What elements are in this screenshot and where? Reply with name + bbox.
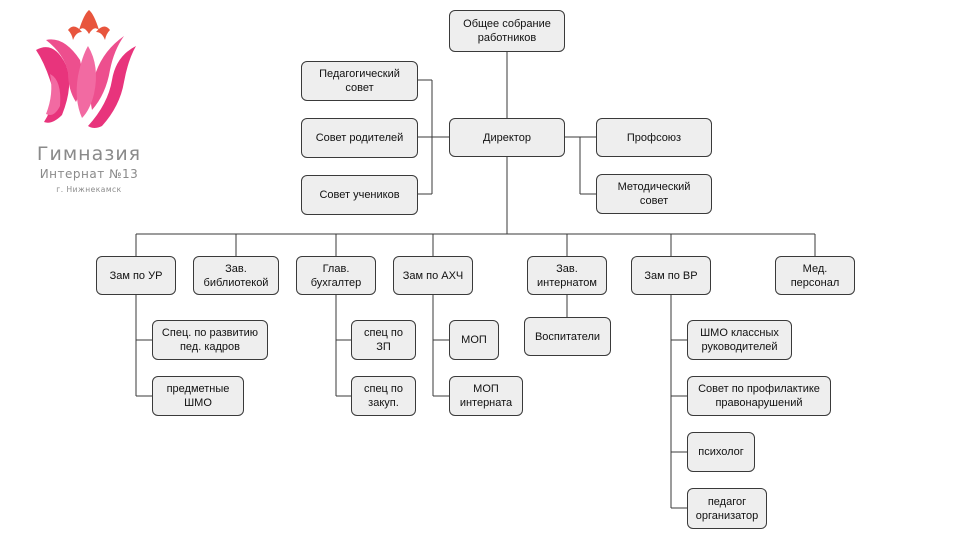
node-medical-staff: Мед. персонал — [775, 256, 855, 295]
logo-subtitle: Интернат №13 — [39, 167, 139, 181]
logo-title: Гимназия — [36, 143, 142, 165]
node-mop: МОП — [449, 320, 499, 360]
node-psychologist: психолог — [687, 432, 755, 472]
gymnasium-logo: Гимназия Интернат №13 г. Нижнекамск — [24, 10, 154, 200]
node-mop-boarding: МОП интерната — [449, 376, 523, 416]
node-director: Директор — [449, 118, 565, 157]
node-trade-union: Профсоюз — [596, 118, 712, 157]
node-general-meeting: Общее собрание работников — [449, 10, 565, 52]
node-chief-accountant: Глав. бухгалтер — [296, 256, 376, 295]
node-subject-shmo: предметные ШМО — [152, 376, 244, 416]
node-ped-organizer: педагог организатор — [687, 488, 767, 529]
node-deputy-vr: Зам по ВР — [631, 256, 711, 295]
node-head-library: Зав. библиотекой — [193, 256, 279, 295]
node-students-council: Совет учеников — [301, 175, 418, 215]
logo-city: г. Нижнекамск — [56, 185, 122, 194]
node-method-council: Методический совет — [596, 174, 712, 214]
node-spec-staff-dev: Спец. по развитию пед. кадров — [152, 320, 268, 360]
node-deputy-ahch: Зам по АХЧ — [393, 256, 473, 295]
node-spec-zp: спец по ЗП — [351, 320, 416, 360]
node-educators: Воспитатели — [524, 317, 611, 356]
flower-emblem-icon — [36, 10, 136, 128]
node-parents-council: Совет родителей — [301, 118, 418, 158]
node-spec-procurement: спец по закуп. — [351, 376, 416, 416]
node-ped-council: Педагогический совет — [301, 61, 418, 101]
node-deputy-ur: Зам по УР — [96, 256, 176, 295]
node-shmo-class: ШМО классных руководителей — [687, 320, 792, 360]
node-head-boarding: Зав. интернатом — [527, 256, 607, 295]
node-offense-council: Совет по профилактике правонарушений — [687, 376, 831, 416]
